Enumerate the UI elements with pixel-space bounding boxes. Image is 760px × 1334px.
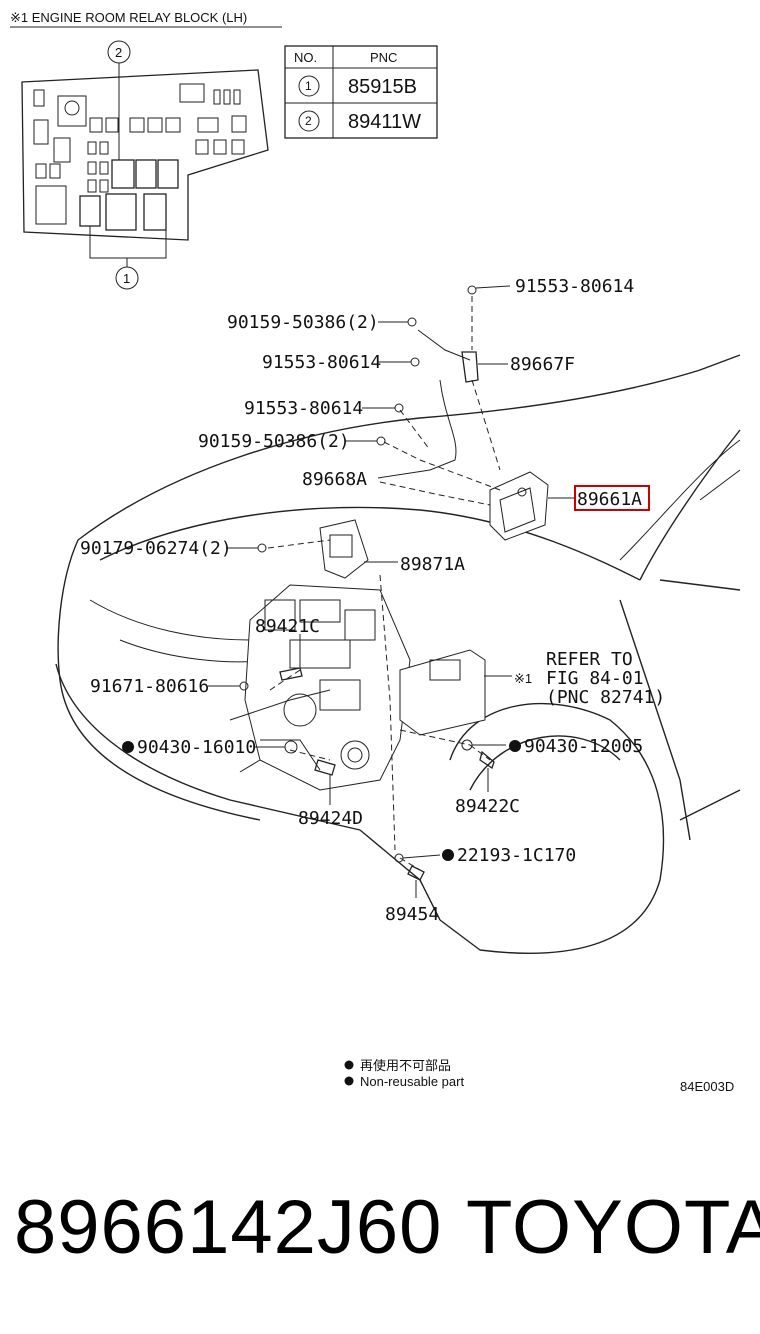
callout-91553-80614-b: 91553-80614 <box>262 352 381 373</box>
relay-block-illustration: 2 1 <box>21 40 269 290</box>
callout-91671-80616: 91671-80616 <box>90 676 209 697</box>
callout-90430-16010: 90430-16010 <box>137 737 256 758</box>
pnc-row-1-no: 1 <box>305 79 312 93</box>
brand-label: TOYOTA <box>466 1185 760 1270</box>
callout-90159-50386-b: 90159-50386(2) <box>198 431 350 452</box>
callout-89667F: 89667F <box>510 354 575 375</box>
callout-90430-12005: 90430-12005 <box>524 736 643 757</box>
exploded-parts-diagram: ※1 ENGINE ROOM RELAY BLOCK (LH) 2 1 <box>10 10 741 1094</box>
pnc-table-header-no: NO. <box>294 50 317 65</box>
relay-marker-2: 2 <box>115 45 122 60</box>
non-reusable-dot-22193 <box>442 849 454 861</box>
vehicle-body-outline <box>55 354 741 954</box>
callout-89871A: 89871A <box>400 554 465 575</box>
pnc-table: NO. PNC 1 85915B 2 89411W <box>284 45 438 139</box>
callout-90159-50386-a: 90159-50386(2) <box>227 312 379 333</box>
callout-89421C: 89421C <box>255 616 320 637</box>
relay-block-title: ※1 ENGINE ROOM RELAY BLOCK (LH) <box>10 10 247 25</box>
callout-90179-06274: 90179-06274(2) <box>80 538 232 559</box>
pnc-row-2-pnc: 89411W <box>348 111 421 133</box>
fasteners <box>239 285 495 881</box>
legend-line-ja: 再使用不可部品 <box>360 1058 451 1073</box>
part-number-label: 8966142J60 <box>14 1185 443 1270</box>
ecu-module-illustration <box>489 471 549 541</box>
refer-to-mark: ※1 <box>514 671 532 686</box>
refer-to-line3: (PNC 82741) <box>546 687 665 708</box>
pnc-table-header-pnc: PNC <box>370 50 397 65</box>
callout-89424D: 89424D <box>298 808 363 829</box>
pnc-row-1-pnc: 85915B <box>348 76 417 98</box>
callout-91553-80614-c: 91553-80614 <box>244 398 363 419</box>
callout-89422C: 89422C <box>455 796 520 817</box>
leader-lines <box>208 285 574 898</box>
relay-marker-1: 1 <box>123 271 130 286</box>
legend-line-en: Non-reusable part <box>360 1074 464 1089</box>
legend-dot-2 <box>344 1076 354 1086</box>
non-reusable-dot-90430-12005 <box>509 740 521 752</box>
callout-91553-80614-top: 91553-80614 <box>515 276 634 297</box>
bracket-illustration <box>229 296 501 871</box>
callout-89668A: 89668A <box>302 469 367 490</box>
refer-to-line2: FIG 84-01 <box>546 668 644 689</box>
refer-to-line1: REFER TO <box>546 649 633 670</box>
non-reusable-dot-90430-16010 <box>122 741 134 753</box>
pnc-row-2-no: 2 <box>305 114 312 128</box>
legend-dot-1 <box>344 1060 354 1070</box>
figure-code: 84E003D <box>680 1079 734 1094</box>
callout-89454: 89454 <box>385 904 439 925</box>
engine-illustration <box>244 519 486 791</box>
highlight-box-89661A <box>574 485 650 511</box>
callout-89661A[interactable]: 89661A <box>577 489 642 510</box>
callout-22193-1C170: 22193-1C170 <box>457 845 576 866</box>
